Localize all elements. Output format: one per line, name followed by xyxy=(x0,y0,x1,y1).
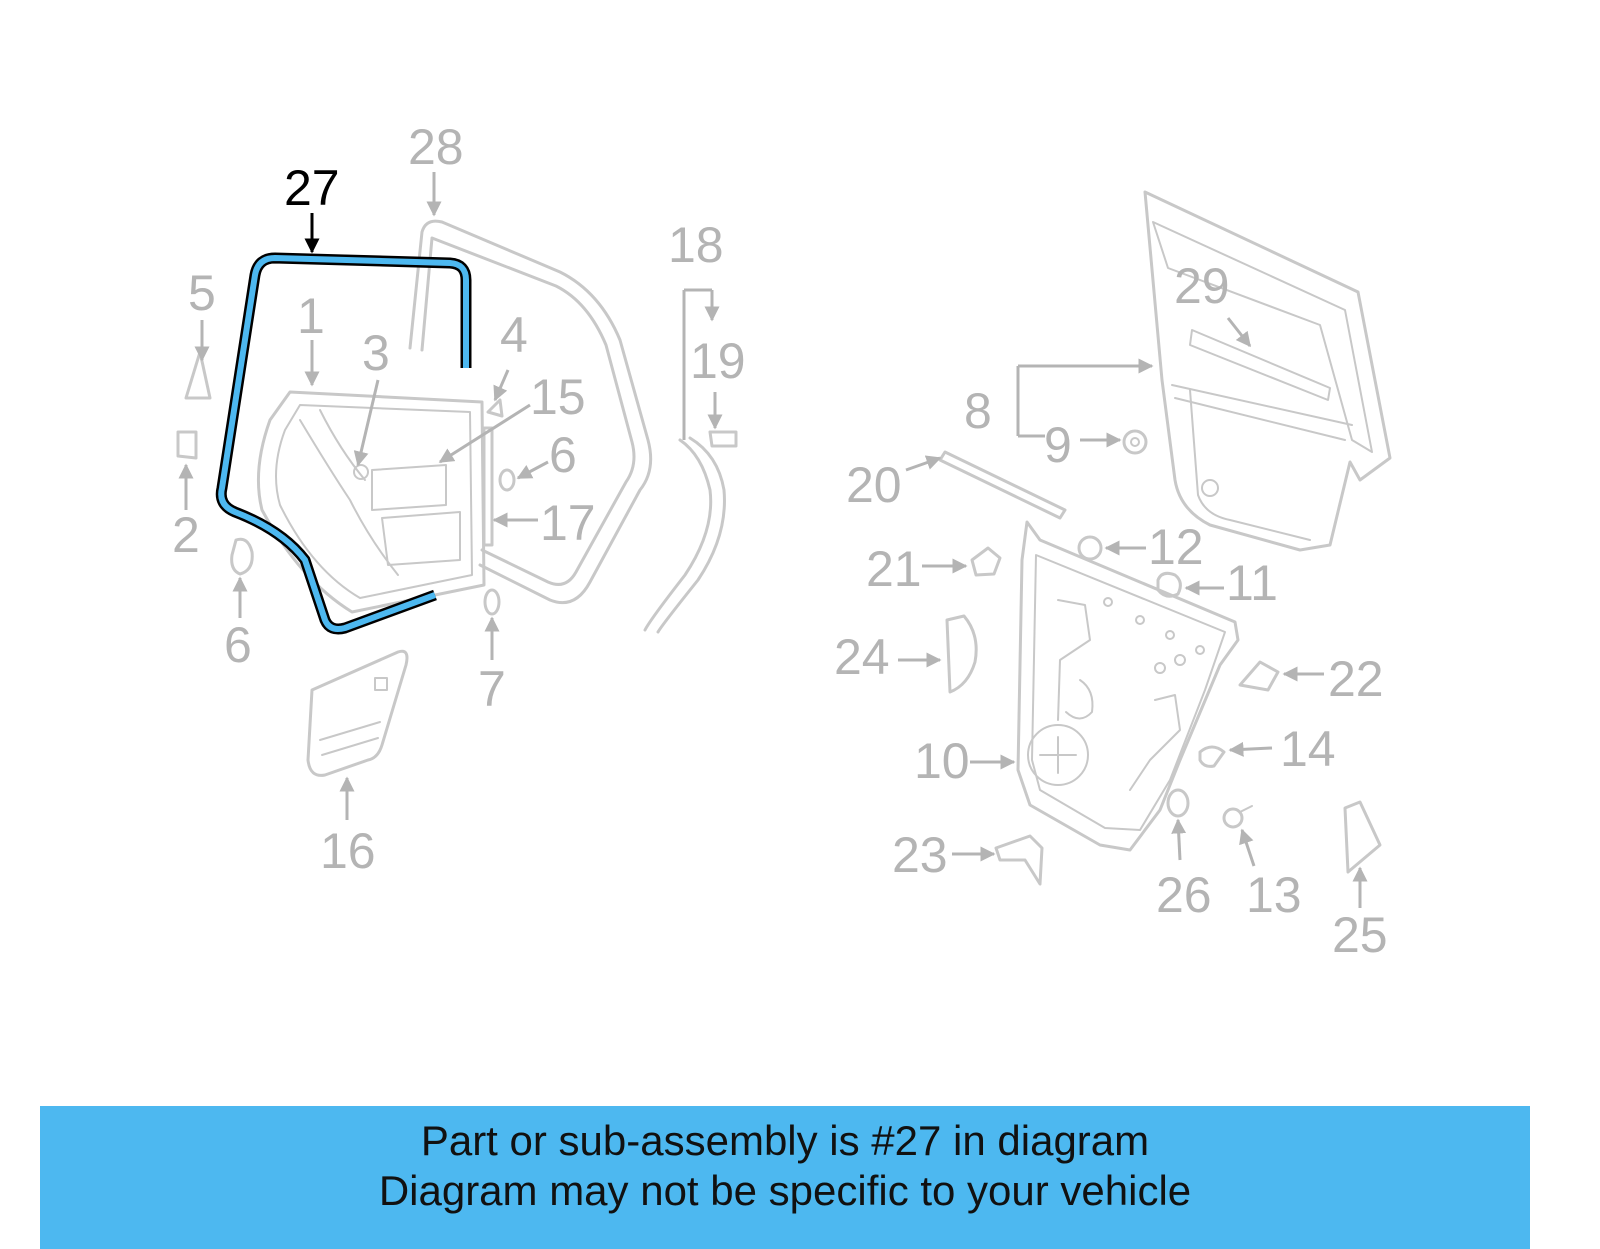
callout-23: 23 xyxy=(892,827,948,883)
callout-13: 13 xyxy=(1246,867,1302,923)
callout-26: 26 xyxy=(1156,867,1212,923)
callout-22: 22 xyxy=(1328,651,1384,707)
cap-part-26 xyxy=(1166,788,1190,818)
callout-9: 9 xyxy=(1044,417,1072,473)
callout-4: 4 xyxy=(500,307,528,363)
callout-16: 16 xyxy=(320,823,376,879)
clip-part-9 xyxy=(1122,429,1148,455)
strip-part-17 xyxy=(482,426,494,547)
small-part-4 xyxy=(486,398,504,418)
banner-line-2: Diagram may not be specific to your vehi… xyxy=(378,1167,1192,1214)
small-part-7 xyxy=(483,588,501,616)
callout-11: 11 xyxy=(1226,555,1278,611)
leader-lines xyxy=(178,172,1368,908)
bracket-part-16 xyxy=(306,649,409,777)
callout-15: 15 xyxy=(530,369,586,425)
grommet-part-12 xyxy=(1077,535,1103,561)
window-frame-part-29 xyxy=(1143,190,1392,552)
callout-2: 2 xyxy=(172,507,200,563)
frame-seal-part xyxy=(408,219,653,605)
callout-28: 28 xyxy=(408,119,464,175)
channel-part-18 xyxy=(643,436,726,634)
clip-part-11 xyxy=(1156,571,1182,598)
highlighted-seal-27 xyxy=(215,252,472,635)
callout-8: 8 xyxy=(964,383,992,439)
callout-29: 29 xyxy=(1174,258,1230,314)
small-part-2 xyxy=(176,430,198,460)
callout-10: 10 xyxy=(914,733,970,789)
callout-3: 3 xyxy=(362,325,390,381)
callout-labels: 27 28 1 5 3 4 15 6 17 2 6 7 16 18 19 29 … xyxy=(172,119,1388,963)
callout-17: 17 xyxy=(540,495,596,551)
callout-5: 5 xyxy=(188,265,216,321)
callout-20: 20 xyxy=(846,457,902,513)
bracket-part-22 xyxy=(1238,660,1280,692)
callout-19: 19 xyxy=(690,333,746,389)
callout-6-left: 6 xyxy=(224,617,252,673)
callout-7: 7 xyxy=(478,661,506,717)
callout-27: 27 xyxy=(284,160,340,216)
door-shell-part xyxy=(256,390,486,614)
small-part-5 xyxy=(184,350,212,400)
small-part-6-right xyxy=(498,468,516,492)
info-banner: Part or sub-assembly is #27 in diagram D… xyxy=(40,1106,1530,1249)
trim-part-25 xyxy=(1343,800,1382,874)
banner-line-1: Part or sub-assembly is #27 in diagram xyxy=(420,1117,1150,1164)
clip-part-19 xyxy=(708,430,738,448)
callout-12: 12 xyxy=(1148,519,1204,575)
cap-part-24 xyxy=(945,614,978,694)
bracket-part-21 xyxy=(970,546,1002,577)
callout-1: 1 xyxy=(297,288,325,344)
callout-24: 24 xyxy=(834,629,890,685)
callout-21: 21 xyxy=(866,541,922,597)
bracket-part-23 xyxy=(994,834,1044,886)
callout-6-right: 6 xyxy=(549,427,577,483)
inner-panel-part-10 xyxy=(1016,520,1240,852)
callout-14: 14 xyxy=(1280,721,1336,777)
parts-diagram: 27 28 1 5 3 4 15 6 17 2 6 7 16 18 19 29 … xyxy=(172,119,1392,963)
callout-18: 18 xyxy=(668,217,724,273)
small-part-6-left xyxy=(230,537,254,576)
rail-part-20 xyxy=(938,450,1067,520)
bolt-part-13 xyxy=(1222,805,1253,829)
clip-part-14 xyxy=(1198,745,1226,768)
callout-25: 25 xyxy=(1332,907,1388,963)
